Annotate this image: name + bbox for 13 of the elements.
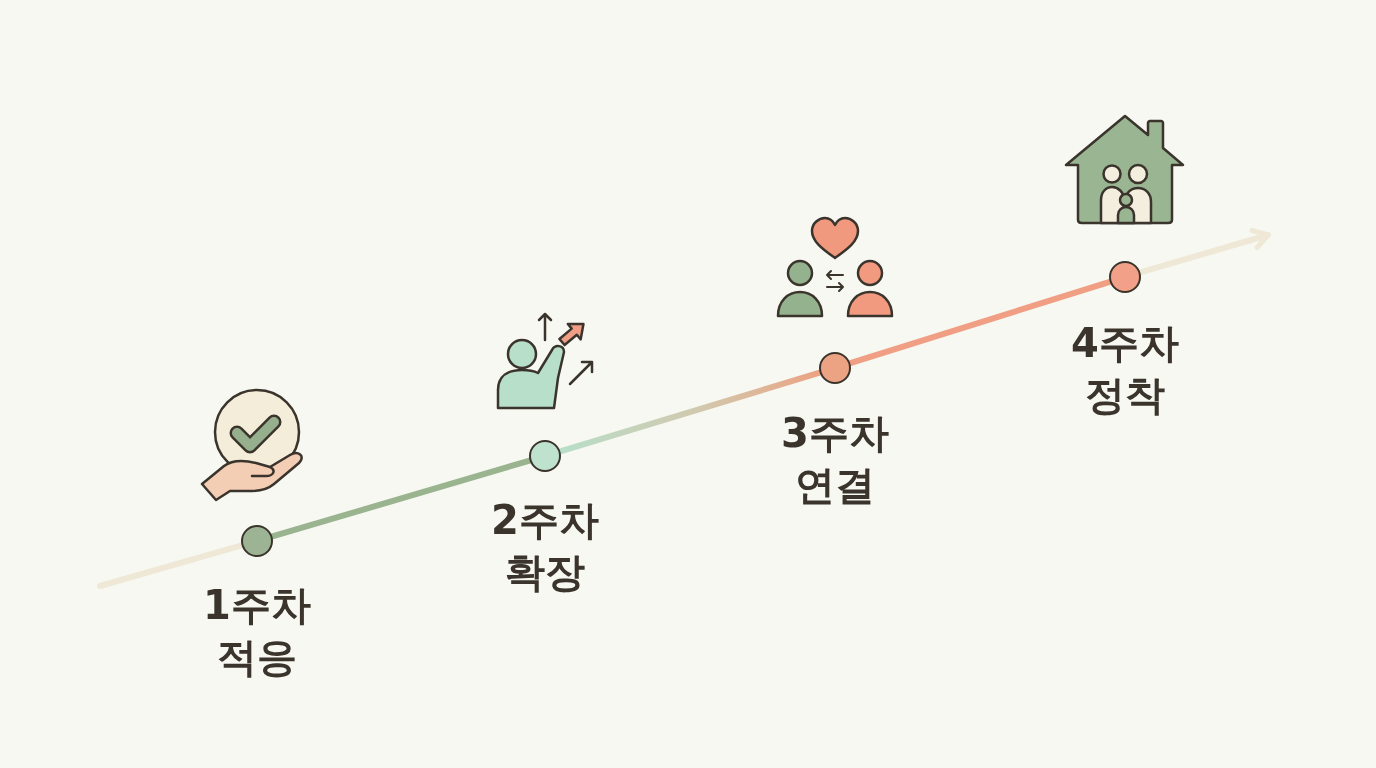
timeline-line <box>557 369 823 455</box>
milestone-dot <box>1109 261 1141 293</box>
timeline-line <box>97 542 245 589</box>
timeline-line <box>269 457 533 540</box>
milestone-dot <box>819 352 851 384</box>
week-label: 2주차 확장 <box>490 496 600 597</box>
arrow <box>1137 227 1271 276</box>
week-label: 4주차 정착 <box>1070 319 1180 420</box>
week-label: 3주차 연결 <box>780 409 890 510</box>
week-label: 1주차 적응 <box>202 581 312 682</box>
timeline-line <box>847 278 1113 367</box>
milestone-dot <box>529 440 561 472</box>
milestone-dot <box>241 525 273 557</box>
